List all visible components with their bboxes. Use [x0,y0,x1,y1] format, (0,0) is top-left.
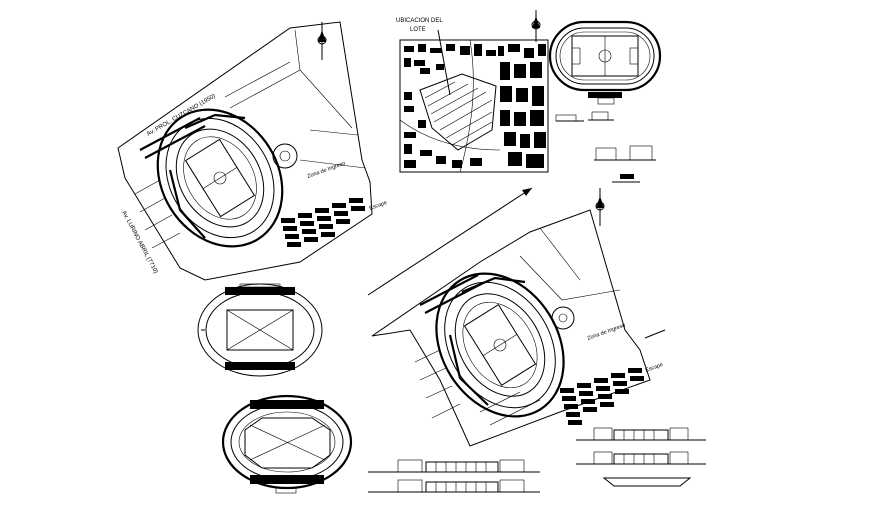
avenue-left-label: Av. LURINO ABRIL (7710) [120,210,158,275]
oval-plan-upper [197,283,323,377]
north-arrow-2 [531,10,541,42]
parking-grid-main [560,368,644,425]
ubicacion-label: UBICACION DEL [396,18,443,24]
parking-grid-top-left [281,198,365,247]
roundabout-main [551,306,575,330]
oval-plan-lower [221,394,353,494]
north-arrow-1 [317,22,327,60]
stadium-top-left [156,108,284,248]
detail-sections [555,111,656,183]
escape-label: Escape [369,200,388,212]
site-plan-top-left: Av. PROL. CUZCANO (1950) Av. LURINO ABRI… [117,21,388,281]
stadium-plan-top-right [548,20,662,105]
elevation-bottom-1 [368,459,540,473]
roundabout [272,143,298,169]
stadium-main [435,272,565,418]
zona-main-label: Zona de Ingreso [587,323,627,342]
avenue-top-label: Av. PROL. CUZCANO (1950) [146,93,217,137]
lote-label: LOTE [410,27,426,33]
north-arrow-3 [595,188,605,226]
elevation-right-2 [576,451,706,465]
elevation-bottom-2 [368,479,540,493]
location-map: UBICACION DEL LOTE [396,18,549,173]
elevation-right-1 [576,427,706,441]
escape-main-label: Escape [645,362,664,374]
section-right [602,477,692,487]
site-plan-main: Zona de Ingreso Escape [367,187,666,447]
